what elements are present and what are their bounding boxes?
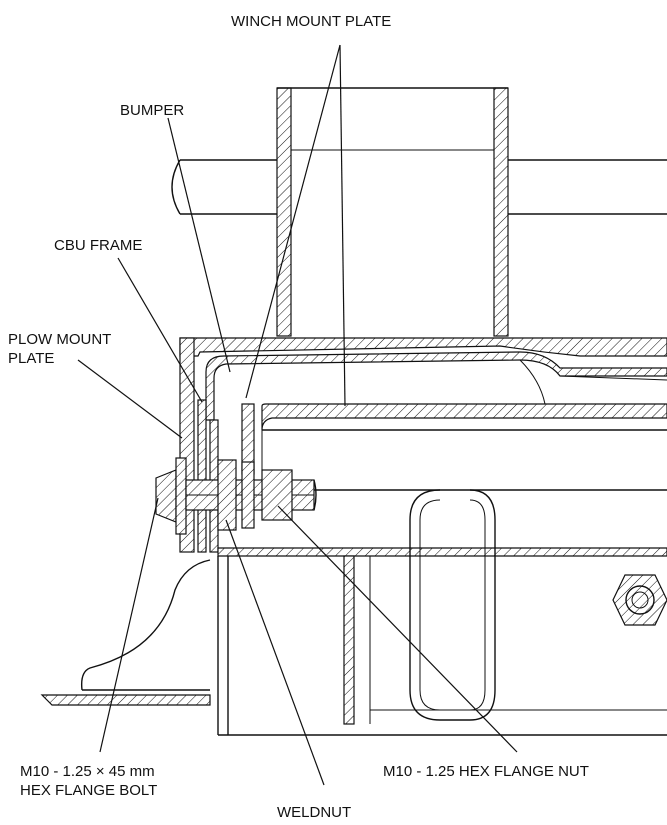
label-bolt-2: HEX FLANGE BOLT [20,782,157,799]
winch-tube [276,87,509,337]
hex-nut-right [612,574,667,626]
label-hex-flange-nut: M10 - 1.25 HEX FLANGE NUT [383,763,589,780]
label-bumper: BUMPER [120,102,184,119]
label-bolt-1: M10 - 1.25 × 45 mm [20,763,155,780]
bumper-sheet [205,351,667,421]
label-cbu-frame: CBU FRAME [54,237,142,254]
frame-slot [409,489,496,721]
frame-rails [217,429,667,736]
label-plow-mount-plate-1: PLOW MOUNT [8,331,111,348]
hex-flange-nut [241,461,293,529]
label-winch-mount-plate: WINCH MOUNT PLATE [231,13,391,30]
label-weldnut: WELDNUT [277,804,351,821]
weldnut [217,459,237,531]
winch-mount-plate-section [241,403,667,475]
label-plow-mount-plate-2: PLATE [8,350,54,367]
leader-lines [77,44,518,786]
cross-bar [171,159,667,215]
lower-bracket [40,559,211,706]
bumper-top-plate [179,337,667,357]
